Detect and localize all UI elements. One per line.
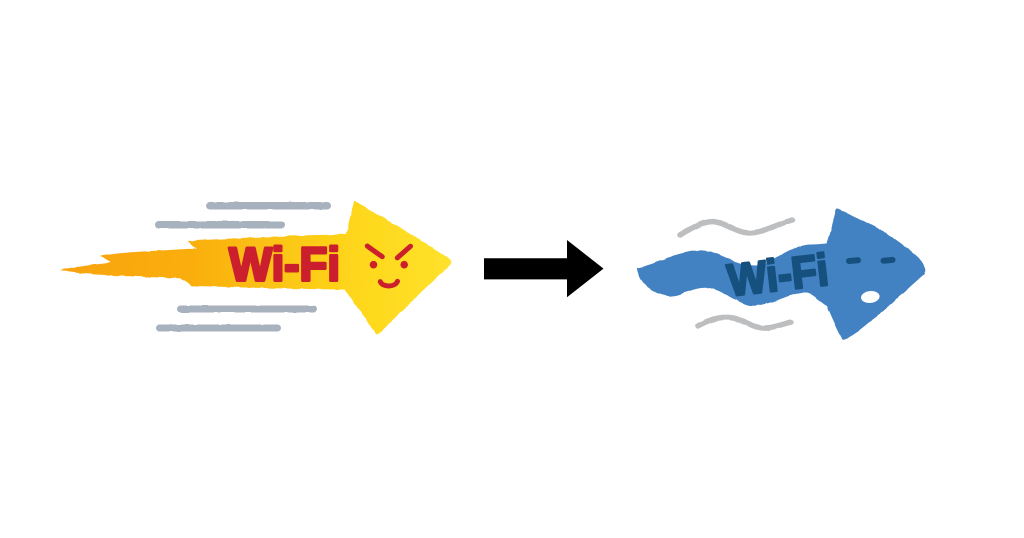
svg-text:Wi-Fi: Wi-Fi xyxy=(229,238,340,291)
svg-text:Wi-Fi: Wi-Fi xyxy=(725,244,831,306)
